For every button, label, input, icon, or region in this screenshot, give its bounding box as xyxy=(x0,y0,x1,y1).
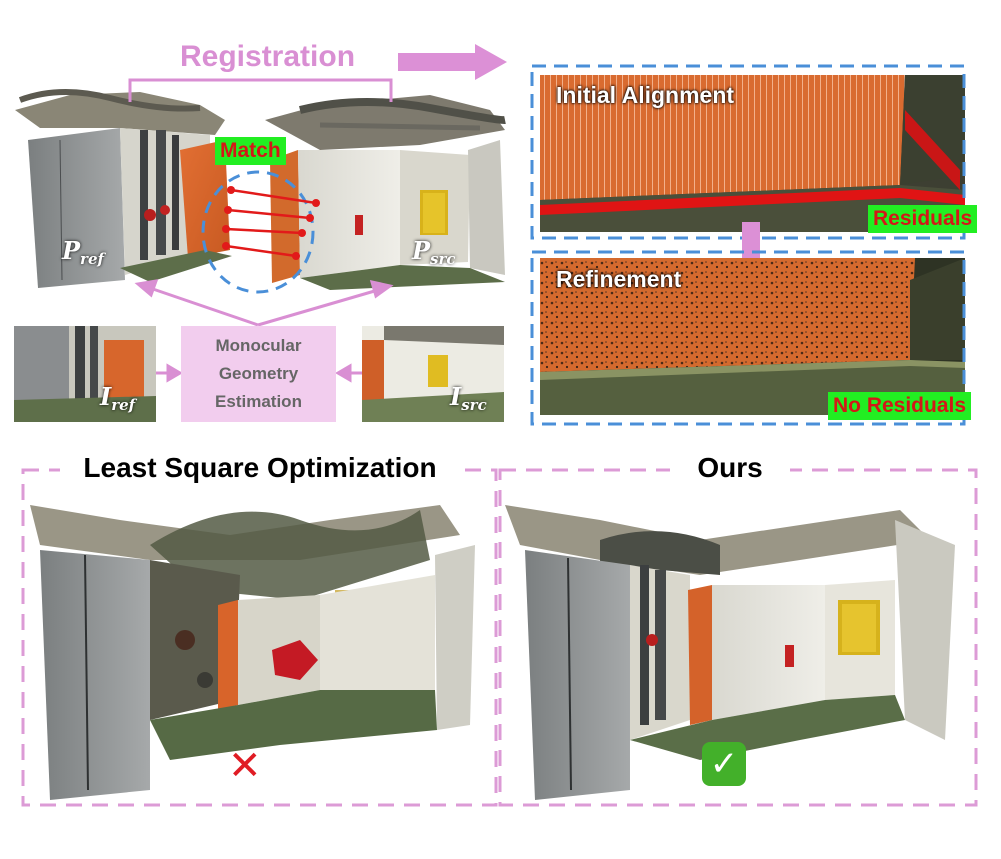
src-image xyxy=(362,326,504,422)
refinement-label: Refinement xyxy=(556,266,682,292)
refinement-frame xyxy=(530,250,966,426)
i-src-label: Isrc xyxy=(450,382,487,414)
cross-mark-icon: ✕ xyxy=(228,744,262,788)
mono-line-3: Estimation xyxy=(215,392,302,411)
ref-image xyxy=(14,326,156,422)
residuals-label: Residuals xyxy=(868,205,978,233)
no-residuals-label: No Residuals xyxy=(828,392,972,420)
ref-point-cloud xyxy=(15,89,232,288)
registration-title: Registration xyxy=(180,40,356,73)
src-point-cloud xyxy=(265,95,506,290)
ours-title: Ours xyxy=(670,452,790,484)
least-square-title: Least Square Optimization xyxy=(60,452,460,484)
mono-line-2: Geometry xyxy=(218,364,299,383)
initial-alignment-label: Initial Alignment xyxy=(556,82,735,108)
p-src-label: Psrc xyxy=(412,236,456,268)
check-mark-icon: ✓ xyxy=(702,742,746,786)
mono-line-1: Monocular xyxy=(215,336,302,355)
least-square-scene xyxy=(30,505,475,800)
match-lines xyxy=(201,170,320,294)
p-ref-label: Pref xyxy=(62,236,104,268)
monocular-geometry-box: Monocular Geometry Estimation xyxy=(181,326,336,422)
i-ref-label: Iref xyxy=(100,382,136,414)
estimation-arrows xyxy=(134,279,394,383)
ours-scene xyxy=(505,505,955,800)
registration-arrow xyxy=(398,44,507,80)
match-label: Match xyxy=(215,137,286,165)
registration-bracket xyxy=(128,78,393,102)
